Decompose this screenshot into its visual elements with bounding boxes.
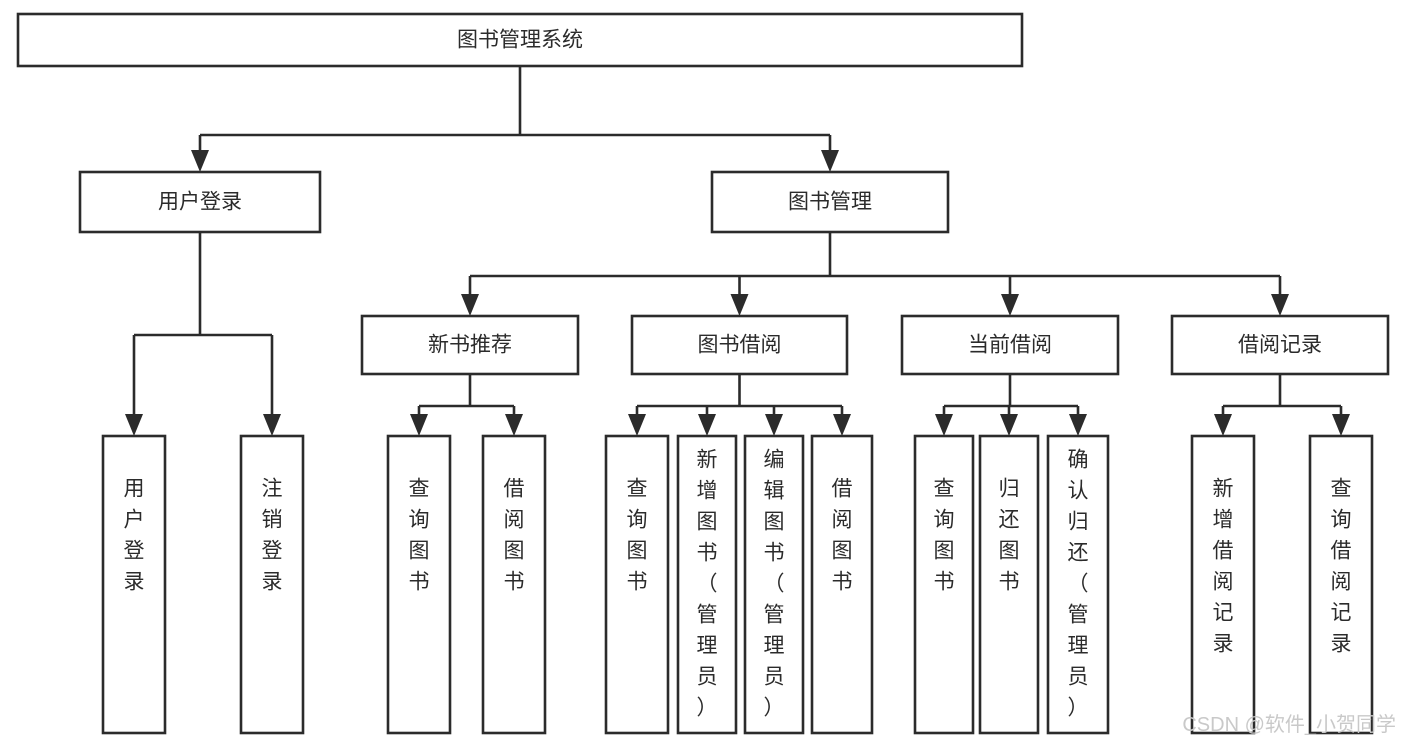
node-label-root: 图书管理系统 (457, 29, 583, 52)
node-leaf-query-book-3[interactable]: 查询图书 (913, 434, 975, 735)
node-label-leaf-add-borrow-record: 新增借阅记录 (1213, 477, 1234, 655)
edge-arrow-book-management-2 (1001, 294, 1019, 316)
node-leaf-user-login[interactable]: 用户登录 (101, 434, 167, 735)
node-leaf-edit-book[interactable]: 编辑图书（管理员） (743, 434, 805, 735)
node-leaf-query-book-2[interactable]: 查询图书 (604, 434, 670, 735)
edge-arrow-user-login-1 (263, 414, 281, 436)
node-box-book-borrow (630, 314, 849, 376)
csdn-watermark: CSDN @软件_小贺同学 (1182, 713, 1396, 736)
edge-group-borrow-record (1214, 374, 1350, 436)
edge-group-book-borrow (628, 374, 851, 436)
node-label-leaf-query-book-2: 查询图书 (627, 477, 648, 593)
edge-arrow-book-borrow-1 (698, 414, 716, 436)
edge-arrow-new-book-recommend-1 (505, 414, 523, 436)
nodes-layer: 图书管理系统用户登录图书管理新书推荐图书借阅当前借阅借阅记录用户登录注销登录查询… (16, 12, 1390, 735)
edge-group-root (191, 66, 839, 172)
node-box-borrow-record (1170, 314, 1390, 376)
node-leaf-user-logout[interactable]: 注销登录 (239, 434, 305, 735)
edge-arrow-book-borrow-0 (628, 414, 646, 436)
node-label-current-borrow: 当前借阅 (968, 334, 1052, 357)
edge-group-new-book-recommend (410, 374, 523, 436)
node-box-leaf-borrow-book-2 (810, 434, 874, 735)
edge-arrow-root-0 (191, 150, 209, 172)
node-label-leaf-query-book-1: 查询图书 (409, 477, 430, 593)
edge-arrow-book-borrow-3 (833, 414, 851, 436)
node-label-leaf-user-login: 用户登录 (124, 477, 145, 593)
node-label-new-book-recommend: 新书推荐 (428, 334, 512, 357)
node-label-book-borrow: 图书借阅 (698, 334, 782, 357)
node-leaf-confirm-return[interactable]: 确认归还（管理员） (1046, 434, 1110, 735)
node-box-leaf-user-login (101, 434, 167, 735)
node-label-leaf-borrow-book-2: 借阅图书 (832, 477, 853, 593)
node-leaf-add-book[interactable]: 新增图书（管理员） (676, 434, 738, 735)
node-label-borrow-record: 借阅记录 (1238, 334, 1322, 357)
edge-arrow-book-management-0 (461, 294, 479, 316)
node-label-leaf-edit-book: 编辑图书（管理员） (764, 448, 785, 719)
node-box-leaf-user-logout (239, 434, 305, 735)
node-box-leaf-query-book-3 (913, 434, 975, 735)
node-user-login[interactable]: 用户登录 (78, 170, 322, 234)
node-box-leaf-confirm-return (1046, 434, 1110, 735)
node-box-user-login (78, 170, 322, 234)
node-box-leaf-query-book-2 (604, 434, 670, 735)
edge-arrow-current-borrow-2 (1069, 414, 1087, 436)
node-leaf-query-borrow-record[interactable]: 查询借阅记录 (1308, 434, 1374, 735)
edge-group-current-borrow (935, 374, 1087, 436)
edge-arrow-current-borrow-0 (935, 414, 953, 436)
node-label-leaf-query-book-3: 查询图书 (934, 477, 955, 593)
node-box-root (16, 12, 1024, 68)
node-root[interactable]: 图书管理系统 (16, 12, 1024, 68)
edge-arrow-borrow-record-1 (1332, 414, 1350, 436)
node-label-book-management: 图书管理 (788, 191, 872, 214)
edge-arrow-new-book-recommend-0 (410, 414, 428, 436)
node-box-book-management (710, 170, 950, 234)
node-box-leaf-add-book (676, 434, 738, 735)
node-box-new-book-recommend (360, 314, 580, 376)
node-label-leaf-confirm-return: 确认归还（管理员） (1068, 448, 1089, 719)
edge-arrow-book-management-1 (730, 294, 749, 316)
node-label-leaf-borrow-book-1: 借阅图书 (504, 477, 525, 593)
node-new-book-recommend[interactable]: 新书推荐 (360, 314, 580, 376)
node-leaf-return-book[interactable]: 归还图书 (978, 434, 1040, 735)
edge-arrow-current-borrow-1 (1000, 414, 1018, 436)
connector-edges-layer (125, 66, 1350, 436)
edge-arrow-user-login-0 (125, 414, 143, 436)
edge-arrow-root-1 (821, 150, 839, 172)
node-label-user-login: 用户登录 (158, 191, 242, 214)
node-leaf-add-borrow-record[interactable]: 新增借阅记录 (1190, 434, 1256, 735)
node-book-borrow[interactable]: 图书借阅 (630, 314, 849, 376)
edge-arrow-book-borrow-2 (765, 414, 783, 436)
node-current-borrow[interactable]: 当前借阅 (900, 314, 1120, 376)
node-label-leaf-query-borrow-record: 查询借阅记录 (1331, 477, 1352, 655)
node-leaf-borrow-book-1[interactable]: 借阅图书 (481, 434, 547, 735)
node-box-current-borrow (900, 314, 1120, 376)
node-box-leaf-query-book-1 (386, 434, 452, 735)
node-leaf-query-book-1[interactable]: 查询图书 (386, 434, 452, 735)
edge-group-user-login (125, 232, 281, 436)
node-box-leaf-return-book (978, 434, 1040, 735)
edge-arrow-borrow-record-0 (1214, 414, 1232, 436)
edge-group-book-management (461, 232, 1289, 316)
node-leaf-borrow-book-2[interactable]: 借阅图书 (810, 434, 874, 735)
node-box-leaf-edit-book (743, 434, 805, 735)
node-borrow-record[interactable]: 借阅记录 (1170, 314, 1390, 376)
node-box-leaf-add-borrow-record (1190, 434, 1256, 735)
edge-arrow-book-management-3 (1271, 294, 1289, 316)
node-book-management[interactable]: 图书管理 (710, 170, 950, 234)
node-box-leaf-query-borrow-record (1308, 434, 1374, 735)
node-label-leaf-add-book: 新增图书（管理员） (697, 448, 718, 719)
node-box-leaf-borrow-book-1 (481, 434, 547, 735)
node-label-leaf-return-book: 归还图书 (999, 477, 1020, 593)
node-label-leaf-user-logout: 注销登录 (262, 477, 283, 593)
